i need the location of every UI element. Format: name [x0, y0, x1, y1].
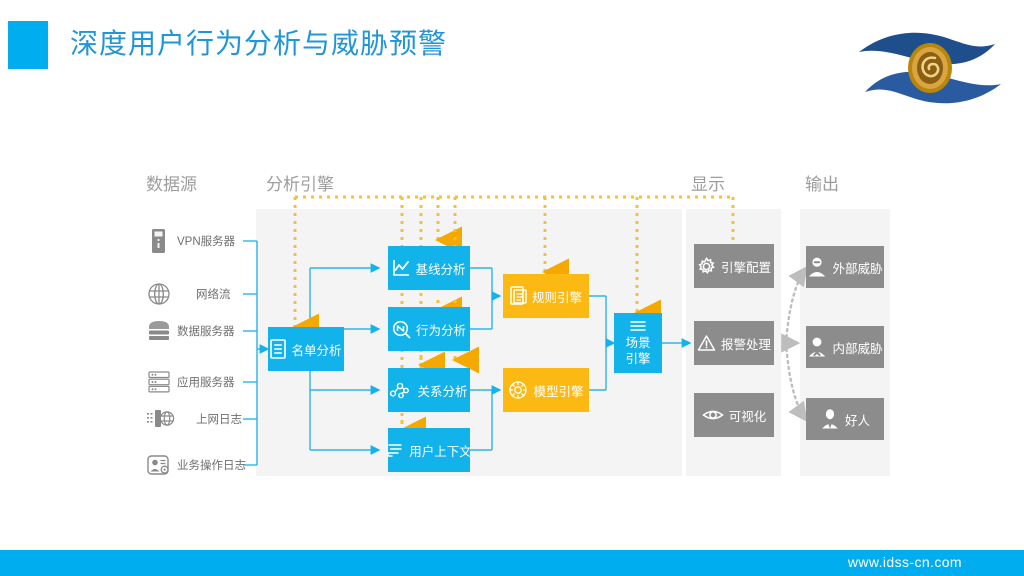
output-item-label: 外部威胁: [832, 261, 883, 276]
column-heading-output: 输出: [805, 175, 839, 194]
list-item-label: VPN服务器: [177, 236, 236, 248]
process-box-name-analysis[interactable]: 名单分析: [268, 327, 344, 371]
header-accent-bar: [8, 21, 48, 69]
trusted-user-icon: [820, 408, 840, 430]
display-item-alert-handling[interactable]: 报警处理: [694, 321, 774, 365]
process-box-behavior-analysis[interactable]: 行为分析: [388, 307, 470, 351]
display-item-label: 报警处理: [720, 337, 771, 352]
gear-icon: [697, 256, 716, 276]
list-item[interactable]: VPN服务器: [146, 227, 246, 255]
column-heading-datasource: 数据源: [146, 175, 197, 194]
process-box-label-group: 场景 引擎: [625, 336, 650, 367]
rack-server-icon: [146, 368, 172, 396]
web-log-icon: [146, 405, 175, 433]
footer-url[interactable]: www.idss-cn.com: [847, 554, 962, 570]
display-item-engine-config[interactable]: 引擎配置: [694, 244, 774, 288]
output-item-label: 内部威胁: [832, 341, 883, 356]
output-item-internal-threat[interactable]: 内部威胁: [806, 326, 884, 368]
user-operation-log-icon: [146, 451, 172, 479]
process-box-model-engine[interactable]: 模型引擎: [503, 368, 589, 412]
process-box-label: 行为分析: [415, 323, 466, 338]
baseline-chart-icon: [392, 259, 410, 277]
process-box-label-line2: 引擎: [625, 351, 651, 366]
list-item-label: 应用服务器: [177, 377, 235, 389]
list-item[interactable]: 数据服务器: [146, 317, 246, 345]
list-item[interactable]: 业务操作日志: [146, 451, 256, 479]
process-box-baseline-analysis[interactable]: 基线分析: [388, 246, 470, 290]
display-item-label: 可视化: [728, 409, 767, 424]
output-item-external-threat[interactable]: 外部威胁: [806, 246, 884, 288]
globe-network-icon: [146, 280, 172, 308]
process-box-rule-engine[interactable]: 规则引擎: [503, 274, 589, 318]
warning-triangle-icon: [697, 334, 716, 352]
rule-document-icon: [510, 286, 527, 306]
process-box-label: 基线分析: [415, 262, 466, 277]
model-atom-icon: [508, 380, 528, 400]
behavior-search-icon: [392, 320, 411, 339]
eye-icon: [701, 407, 724, 423]
column-heading-display: 显示: [691, 175, 725, 194]
process-box-label: 用户上下文: [409, 444, 472, 459]
process-box-label: 模型引擎: [533, 384, 584, 399]
list-document-icon: [270, 339, 287, 359]
tower-server-icon: [146, 227, 172, 255]
list-item-label: 网络流: [196, 289, 231, 301]
database-stack-icon: [146, 317, 172, 345]
process-box-label-line1: 场景: [625, 335, 651, 350]
process-box-label: 关系分析: [417, 384, 468, 399]
display-item-visualization[interactable]: 可视化: [694, 393, 774, 437]
process-box-label: 规则引擎: [531, 290, 582, 305]
list-item[interactable]: 上网日志: [146, 405, 246, 433]
output-item-trusted-user[interactable]: 好人: [806, 398, 884, 440]
list-item-label: 上网日志: [196, 414, 242, 426]
scene-lines-icon: [629, 319, 647, 333]
process-box-relation-analysis[interactable]: 关系分析: [388, 368, 470, 412]
output-item-label: 好人: [844, 413, 870, 428]
column-heading-engine: 分析引擎: [266, 175, 334, 194]
context-lines-icon: [386, 441, 404, 459]
process-box-user-context[interactable]: 用户上下文: [386, 428, 472, 472]
list-item-label: 业务操作日志: [177, 460, 246, 472]
process-box-scene-engine[interactable]: 场景 引擎: [614, 313, 662, 373]
process-box-label: 名单分析: [291, 343, 342, 358]
external-threat-user-icon: [807, 256, 827, 278]
display-item-label: 引擎配置: [720, 260, 771, 275]
list-item[interactable]: 网络流: [146, 280, 246, 308]
list-item[interactable]: 应用服务器: [146, 368, 246, 396]
list-item-label: 数据服务器: [177, 326, 235, 338]
footer-bar: www.idss-cn.com: [0, 550, 1024, 576]
idss-eye-logo: [855, 18, 1005, 110]
page-title: 深度用户行为分析与威胁预警: [70, 28, 448, 59]
internal-threat-user-icon: [807, 336, 827, 358]
relation-graph-icon: [390, 381, 412, 399]
